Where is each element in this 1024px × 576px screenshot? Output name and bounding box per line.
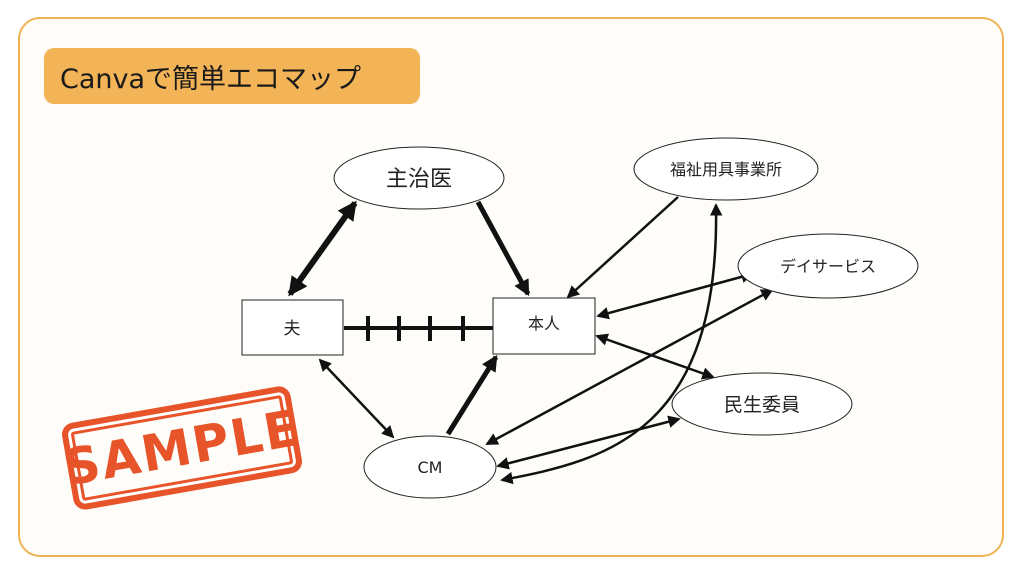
title-badge: Canvaで簡単エコマップ xyxy=(44,48,420,104)
edge-doctor-self xyxy=(475,200,531,297)
edge-cm-welfare xyxy=(500,203,723,485)
node-husband: 夫 xyxy=(241,299,344,356)
edge-husband-cm xyxy=(318,358,395,439)
edge-self-commissioner xyxy=(595,333,715,380)
node-self-label: 本人 xyxy=(528,314,560,333)
node-commissioner: 民生委員 xyxy=(671,372,853,436)
node-cm: CM xyxy=(363,435,497,499)
edge-welfare-self xyxy=(566,196,679,299)
node-husband-label: 夫 xyxy=(284,319,301,339)
edge-doctor-husband xyxy=(287,200,358,297)
edge-self-dayservice xyxy=(596,270,754,320)
node-welfare-label: 福祉用具事業所 xyxy=(670,160,782,179)
page-title: Canvaで簡単エコマップ xyxy=(60,63,362,95)
node-cm-label: CM xyxy=(418,458,443,477)
node-doctor-label: 主治医 xyxy=(386,167,452,192)
node-welfare: 福祉用具事業所 xyxy=(633,137,819,201)
conflict-ticks xyxy=(366,316,465,341)
node-doctor: 主治医 xyxy=(333,146,505,210)
node-dayservice-label: デイサービス xyxy=(780,257,876,276)
node-dayservice: デイサービス xyxy=(737,233,919,299)
node-commissioner-label: 民生委員 xyxy=(724,394,800,416)
node-self: 本人 xyxy=(492,297,596,355)
edge-cm-self xyxy=(445,354,499,436)
